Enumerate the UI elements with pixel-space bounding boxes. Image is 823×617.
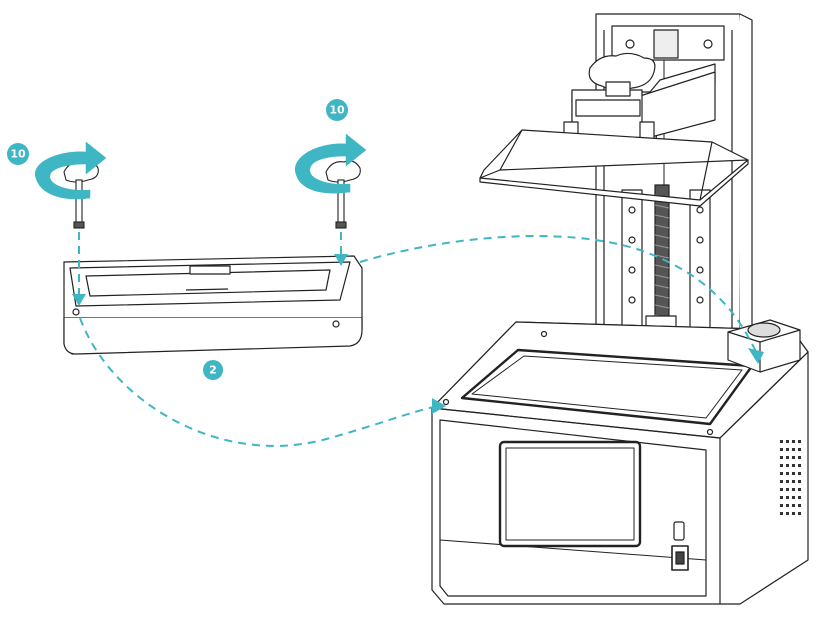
arrow-head-icon bbox=[334, 254, 348, 266]
badge-step: 2 bbox=[203, 360, 223, 380]
thumb-screw-right bbox=[325, 160, 361, 229]
rotate-arrow-icon bbox=[295, 133, 367, 194]
arrow-heads bbox=[72, 254, 764, 414]
usb-port bbox=[673, 521, 685, 541]
thumb-screw-icon bbox=[325, 160, 361, 183]
badge-torque-left-label: 10 bbox=[10, 148, 26, 161]
arrow-vat-to-printer-right bbox=[359, 235, 757, 353]
arrow-head-icon bbox=[432, 398, 446, 414]
badge-step-label: 2 bbox=[209, 364, 217, 377]
badge-torque-right: 10 bbox=[326, 99, 348, 121]
side-vent bbox=[780, 440, 801, 515]
badge-torque-right-label: 10 bbox=[329, 104, 345, 117]
resin-printer bbox=[431, 13, 809, 605]
direction-arrows bbox=[78, 232, 757, 447]
arrow-head-icon bbox=[748, 348, 764, 364]
rotate-arrow-icon bbox=[35, 141, 107, 200]
resin-vat bbox=[63, 255, 363, 355]
arrow-head-icon bbox=[72, 294, 86, 306]
platform-knob bbox=[588, 52, 656, 92]
badge-torque-left: 10 bbox=[7, 143, 29, 165]
